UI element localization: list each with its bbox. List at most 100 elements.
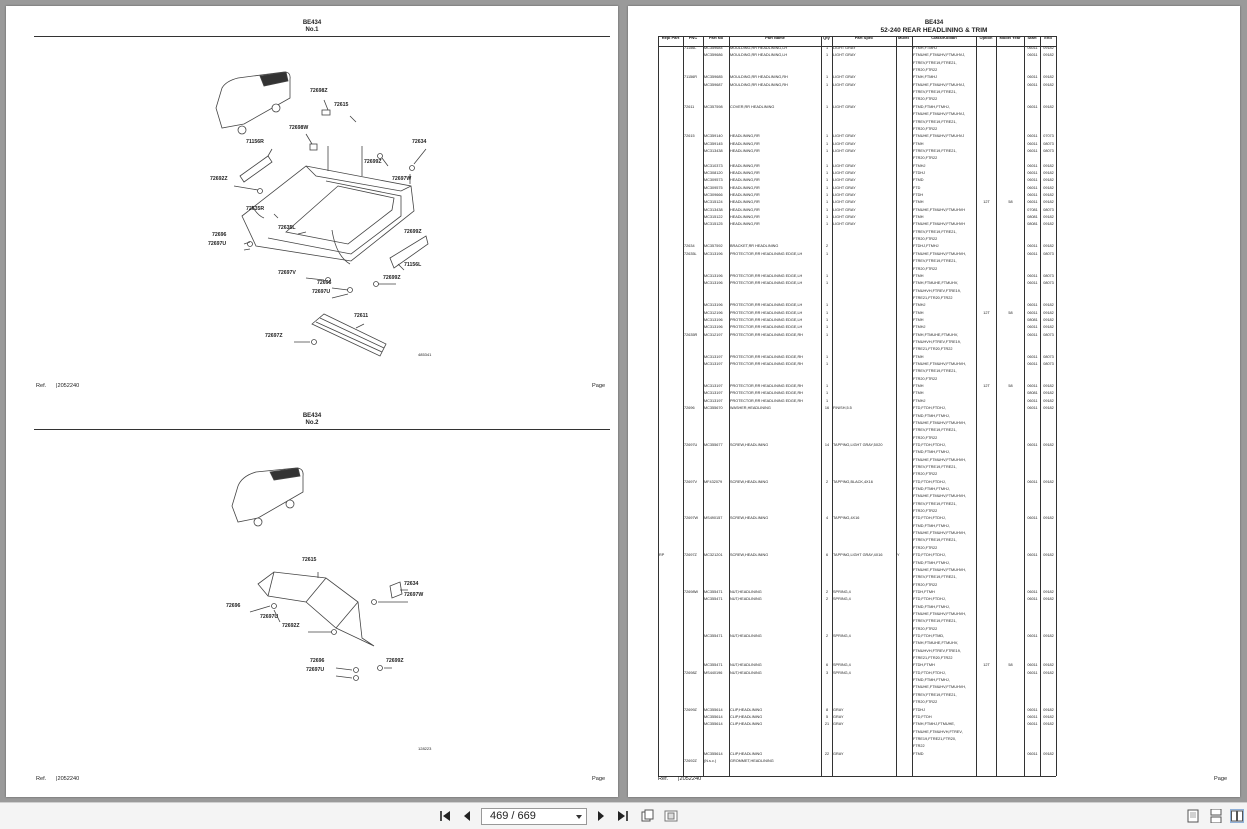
cell-qty: 1 [825, 104, 829, 109]
panel1-ref-label: Ref. [36, 383, 47, 389]
cell-qty: 1 [825, 354, 829, 359]
table-row: FTR20,FTR22 [658, 627, 1236, 632]
callout2-72692z[interactable]: 72692Z [282, 623, 300, 629]
cell-end: 09182 [1043, 82, 1054, 87]
prev-page-icon[interactable] [460, 809, 474, 823]
callout-72611[interactable]: 72611 [354, 313, 369, 319]
callout-72698z[interactable]: 72698Z [310, 88, 328, 94]
cell-class: FTDHJ [913, 170, 926, 175]
cell-class: FTRE21,FTR20,FTR22 [913, 656, 953, 661]
cell-option: 12T [983, 663, 990, 668]
callout-71156r[interactable]: 71156R [246, 139, 264, 145]
cell-class: FTMUHE,FTMUHV,FTMUHVJ, [913, 53, 966, 58]
callout-72697w[interactable]: 72697W [392, 176, 412, 182]
cell-part-no: MC313196 [704, 273, 723, 278]
cell-end: 09182 [1043, 714, 1054, 719]
callout-72692z[interactable]: 72692Z [210, 176, 228, 182]
cell-part-spec: TAPPING,LIGHT GRAY,4X16 [833, 553, 883, 558]
callout-72697z[interactable]: 72697Z [265, 333, 283, 339]
cell-class: FTDHJ [913, 707, 926, 712]
callout-72698w[interactable]: 72698W [289, 125, 309, 131]
rotate-icon[interactable] [640, 809, 654, 823]
cell-qty: 4 [825, 516, 829, 521]
page-number-select[interactable]: 469 / 669 [481, 808, 587, 825]
callout-72696-a[interactable]: 72696 [212, 232, 227, 238]
callout-72697u-a[interactable]: 72697U [208, 241, 227, 247]
cell-qty: 2 [825, 244, 829, 249]
cell-part-spec: LIGHT GRAY [833, 148, 856, 153]
two-page-icon[interactable] [1209, 809, 1223, 823]
table-row: FTMD,FTMH,FTMHJ, [658, 487, 1236, 492]
cell-start: 06011 [1027, 303, 1038, 308]
cell-class: FTR20,FTR22 [913, 97, 938, 102]
cell-start: 06011 [1027, 354, 1038, 359]
callout-72635r[interactable]: 72635R [246, 206, 265, 212]
cell-class: FTREV,FTRE19,FTRE21, [913, 119, 957, 124]
cell-pnc: 72697Z [684, 553, 697, 558]
callout-72634[interactable]: 72634 [412, 139, 427, 145]
cell-end: 09182 [1043, 670, 1054, 675]
cell-part-name: COVER,RR HEADLINING [730, 104, 775, 109]
cell-part-spec: SPRING,4 [833, 597, 851, 602]
table-row: FTREV,FTRE19,FTRE21, [658, 465, 1236, 470]
callout-71156l[interactable]: 71156L [404, 262, 422, 268]
table-ref-label: Ref. [658, 776, 669, 782]
callout2-72634[interactable]: 72634 [404, 581, 419, 587]
table-gridline [976, 36, 977, 776]
cell-class: FTD,FTDH,FTDHJ, [913, 442, 946, 447]
table-gridline [896, 36, 897, 776]
cell-qty: 1 [825, 251, 829, 256]
cell-model-year: 58 [1008, 200, 1013, 205]
callout2-72696-a[interactable]: 72696 [226, 603, 241, 609]
callout2-72697u-a[interactable]: 72697U [260, 614, 279, 620]
cell-part-name: HEADLINING,RR [730, 200, 760, 205]
callout-72696-b[interactable]: 72696 [317, 280, 332, 286]
cell-part-spec: LIGHT GRAY [833, 75, 856, 80]
last-page-icon[interactable] [616, 809, 630, 823]
cell-qty: 1 [825, 207, 829, 212]
cell-class: FTR20,FTR22 [913, 472, 938, 477]
callout2-72615[interactable]: 72615 [302, 557, 317, 563]
cell-class: FTMD,FTMH,FTMHJ, [913, 104, 950, 109]
callout-72699z-a[interactable]: 72699Z [364, 159, 382, 165]
continuous-icon[interactable] [1230, 809, 1244, 823]
cell-part-no: MC313197 [704, 362, 723, 367]
callout-72699z-c[interactable]: 72699Z [383, 275, 401, 281]
callout2-72697w[interactable]: 72697W [404, 592, 424, 598]
callout-72697v[interactable]: 72697V [278, 270, 296, 276]
cell-qty: 1 [825, 148, 829, 153]
cell-part-name: MOULDING,RR HEADLINING,RH [730, 82, 788, 87]
callout2-72697u-b[interactable]: 72697U [306, 667, 325, 673]
callout2-72696-b[interactable]: 72696 [310, 658, 325, 664]
cell-end: 09182 [1043, 185, 1054, 190]
cell-qty: 1 [825, 332, 829, 337]
single-page-icon[interactable] [1186, 809, 1200, 823]
cell-part-no: MC357598 [704, 104, 723, 109]
cell-class: FTREV,FTRE19,FTRE21, [913, 90, 957, 95]
callout-72615[interactable]: 72615 [334, 102, 349, 108]
cell-pnc: 71156R [684, 75, 698, 80]
cell-part-spec: LIGHT GRAY [833, 222, 856, 227]
callout-72635l[interactable]: 72635L [278, 225, 296, 231]
callout-72699z-b[interactable]: 72699Z [404, 229, 422, 235]
first-page-icon[interactable] [438, 809, 452, 823]
cell-class: FTMH,FTMHJ,FTMUHE, [913, 722, 955, 727]
cell-class: FTREV,FTRE19,FTRE21, [913, 60, 957, 65]
callout-72697u-b[interactable]: 72697U [312, 289, 331, 295]
cell-part-name: SCREW,HEADLINING [730, 553, 769, 558]
callout2-72699z[interactable]: 72699Z [386, 658, 404, 664]
cell-class: FTRE21,FTR20,FTR22 [913, 295, 953, 300]
fit-icon[interactable] [664, 809, 678, 823]
table-row: 72692Z(N.s.c.)GROMMET,HEADLINING [658, 759, 1236, 764]
cell-part-no: MC359684 [704, 46, 723, 50]
next-page-icon[interactable] [594, 809, 608, 823]
table-row: FTMUHE,FTMUHV,FTMUHVH, [658, 568, 1236, 573]
